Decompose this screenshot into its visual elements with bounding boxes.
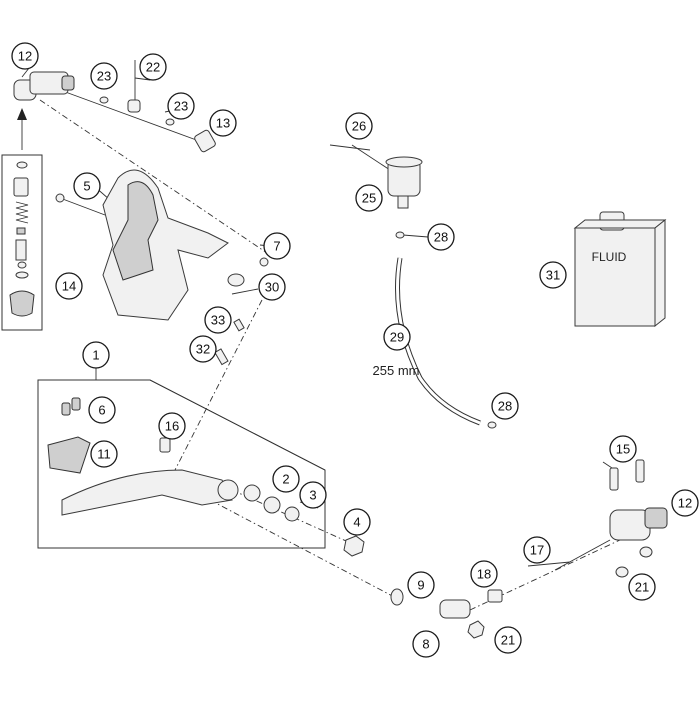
callout-28a: 28 [427, 223, 455, 251]
callout-5: 5 [73, 172, 101, 200]
svg-text:7: 7 [273, 239, 280, 254]
svg-text:5: 5 [83, 179, 90, 194]
callout-14: 14 [55, 272, 83, 300]
svg-text:12: 12 [18, 49, 32, 64]
callout-28b: 28 [491, 392, 519, 420]
callout-23a: 23 [90, 62, 118, 90]
svg-text:23: 23 [174, 99, 188, 114]
callout-3: 3 [299, 481, 327, 509]
callout-23b: 23 [167, 92, 195, 120]
svg-text:28: 28 [434, 230, 448, 245]
svg-text:8: 8 [422, 637, 429, 652]
svg-text:21: 21 [635, 580, 649, 595]
callout-4: 4 [343, 508, 371, 536]
arrow-up-icon [17, 108, 27, 150]
callout-1: 1 [82, 341, 110, 369]
callout-26: 26 [345, 112, 373, 140]
svg-text:6: 6 [98, 403, 105, 418]
svg-text:17: 17 [530, 543, 544, 558]
callout-6: 6 [88, 396, 116, 424]
nut-4 [343, 535, 365, 557]
callout-30: 30 [258, 273, 286, 301]
svg-text:9: 9 [417, 578, 424, 593]
callout-31: 31 [539, 261, 567, 289]
svg-text:32: 32 [196, 342, 210, 357]
svg-text:11: 11 [97, 447, 111, 462]
svg-text:28: 28 [498, 399, 512, 414]
callout-11: 11 [90, 440, 118, 468]
callout-7: 7 [263, 232, 291, 260]
svg-text:12: 12 [678, 496, 692, 511]
svg-text:30: 30 [265, 280, 279, 295]
callout-21b: 21 [628, 573, 656, 601]
reservoir-parts [329, 144, 497, 429]
svg-text:18: 18 [477, 567, 491, 582]
callout-17: 17 [523, 536, 551, 564]
kit-box-14 [1, 154, 43, 331]
callout-33: 33 [204, 306, 232, 334]
master-cylinder-top [13, 71, 75, 101]
callout-32: 32 [189, 335, 217, 363]
callout-8: 8 [412, 630, 440, 658]
svg-text:15: 15 [616, 442, 630, 457]
svg-text:14: 14 [62, 279, 76, 294]
callout-25: 25 [355, 184, 383, 212]
svg-text:23: 23 [97, 69, 111, 84]
callout-9: 9 [407, 571, 435, 599]
svg-text:21: 21 [501, 633, 515, 648]
svg-text:31: 31 [546, 268, 560, 283]
kit-parts-14 [9, 161, 35, 317]
svg-text:16: 16 [165, 419, 179, 434]
fluid-bottle [573, 211, 667, 328]
svg-text:25: 25 [362, 191, 376, 206]
callout-15: 15 [609, 435, 637, 463]
kit-box-1 [37, 379, 326, 549]
callout-29: 29 [383, 323, 411, 351]
callout-18: 18 [470, 560, 498, 588]
hose-length-label: 255 mm [373, 363, 420, 378]
callout-2: 2 [272, 465, 300, 493]
svg-text:13: 13 [216, 116, 230, 131]
svg-text:4: 4 [353, 515, 360, 530]
brake-pedal-parts [47, 397, 300, 522]
svg-text:22: 22 [146, 60, 160, 75]
banjo-bolt-parts [99, 60, 216, 153]
callout-22: 22 [139, 53, 167, 81]
callouts: 12 23 22 23 13 5 7 30 14 33 32 1 6 16 11… [11, 42, 699, 658]
callout-21a: 21 [494, 626, 522, 654]
svg-text:2: 2 [282, 472, 289, 487]
svg-text:33: 33 [211, 313, 225, 328]
svg-text:1: 1 [92, 348, 99, 363]
svg-text:29: 29 [390, 330, 404, 345]
callout-13: 13 [209, 109, 237, 137]
callout-12a: 12 [11, 42, 39, 70]
svg-text:26: 26 [352, 119, 366, 134]
callout-12b: 12 [671, 489, 699, 517]
leader-lines [21, 62, 621, 611]
frame-bracket [55, 169, 269, 366]
fluid-label: FLUID [592, 250, 627, 264]
callout-16: 16 [158, 412, 186, 440]
right-linkage [390, 459, 668, 639]
svg-text:3: 3 [309, 488, 316, 503]
